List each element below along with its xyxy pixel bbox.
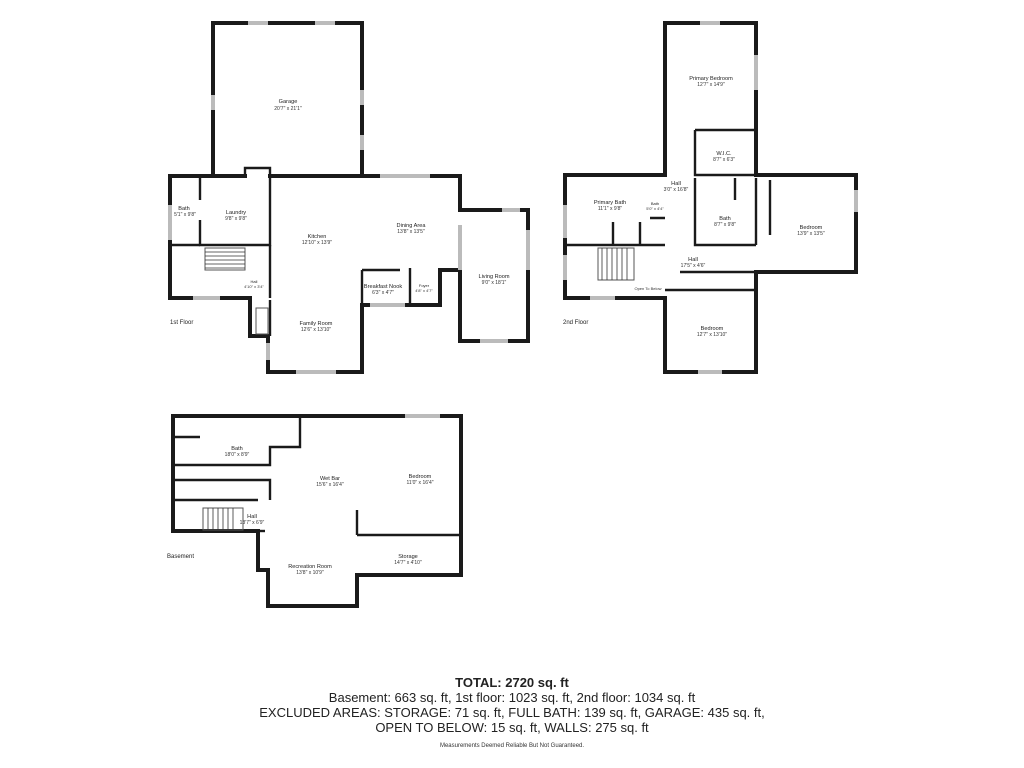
room-primary-bath: Primary Bath 11'1" x 9'8" (594, 200, 626, 212)
room-dims: 9'8" x 9'8" (225, 216, 247, 222)
room-name: Living Room (478, 274, 509, 280)
room-dims: 14'7" x 4'10" (394, 560, 422, 566)
room-name: W.I.C. (716, 151, 732, 157)
room-dims: 4'10" x 3'4" (244, 284, 264, 289)
room-dims: 6'3" x 4'7" (372, 290, 394, 296)
stairs-icon (597, 247, 635, 281)
basement-plan (171, 414, 463, 608)
room-dims: 12'7" x 14'9" (697, 82, 725, 88)
room-bath-2f-small: Bath 5'0" x 4'4" (646, 201, 664, 211)
room-dims: 11'1" x 9'8" (598, 206, 622, 212)
room-name: Kitchen (308, 234, 327, 240)
room-name: Hall (251, 279, 258, 284)
room-garage: Garage 20'7" x 21'1" (274, 99, 302, 112)
first-floor-plan (168, 21, 530, 374)
open-to-below-note: Open To Below (634, 286, 661, 291)
room-name: Bath (231, 446, 243, 452)
room-dims: 13'7" x 6'9" (240, 520, 265, 526)
room-primary-bedroom: Primary Bedroom 12'7" x 14'9" (689, 76, 733, 88)
excluded-areas-line: EXCLUDED AREAS: STORAGE: 71 sq. ft, FULL… (259, 705, 765, 720)
room-storage: Storage 14'7" x 4'10" (394, 554, 422, 566)
room-dims: 15'6" x 16'4" (316, 482, 344, 488)
room-bedroom-basement: Bedroom 11'0" x 16'4" (406, 474, 433, 486)
fireplace-icon (255, 307, 269, 335)
stairs-icon (204, 247, 246, 271)
room-dims: 17'5" x 4'6" (681, 263, 706, 269)
room-dims: 8'7" x 9'8" (714, 222, 736, 228)
room-hall-basement: Hall 13'7" x 6'9" (240, 514, 265, 526)
room-name: Hall (247, 514, 257, 520)
room-name: Breakfast Nook (364, 284, 402, 290)
room-name: Bath (178, 206, 190, 212)
room-bath-1f: Bath 5'1" x 9'8" (174, 206, 196, 218)
room-dims: 18'0" x 8'9" (225, 452, 250, 458)
room-dims: 12'10" x 13'9" (302, 240, 332, 246)
room-name: Garage (279, 99, 298, 105)
room-dims: 9'0" x 18'1" (482, 280, 507, 286)
floor-areas-line: Basement: 663 sq. ft, 1st floor: 1023 sq… (328, 690, 696, 705)
room-kitchen: Kitchen 12'10" x 13'9" (302, 234, 332, 246)
room-family-room: Family Room 12'6" x 13'10" (300, 321, 333, 333)
floor-label-basement: Basement (167, 554, 194, 560)
room-dims: 8'7" x 6'3" (713, 157, 735, 163)
room-dims: 12'6" x 13'10" (301, 327, 331, 333)
room-dims: 5'0" x 4'4" (646, 206, 664, 211)
room-wet-bar: Wet Bar 15'6" x 16'4" (316, 476, 344, 488)
room-name: Bath (651, 201, 659, 206)
room-name: Dining Area (397, 223, 427, 229)
room-bedroom-2f-east: Bedroom 13'9" x 13'5" (797, 225, 825, 237)
room-bedroom-2f-south: Bedroom 12'7" x 13'10" (697, 326, 727, 338)
total-area: TOTAL: 2720 sq. ft (455, 675, 569, 690)
room-name: Hall (688, 257, 698, 263)
room-name: Bath (719, 216, 731, 222)
room-name: Laundry (226, 210, 246, 216)
room-dims: 4'8" x 4'7" (415, 288, 433, 293)
room-breakfast-nook: Breakfast Nook 6'3" x 4'7" (364, 284, 402, 296)
room-name: Recreation Room (288, 564, 332, 570)
room-name: Storage (398, 554, 418, 560)
room-dims: 13'8" x 10'9" (296, 570, 324, 576)
room-name: Wet Bar (320, 476, 340, 482)
room-name: Bedroom (800, 225, 823, 231)
room-name: Bedroom (701, 326, 724, 332)
room-dims: 20'7" x 21'1" (274, 106, 302, 112)
room-dims: 11'0" x 16'4" (406, 480, 433, 486)
floor-label-1st: 1st Floor (170, 320, 193, 326)
excluded-areas-line-2: OPEN TO BELOW: 15 sq. ft, WALLS: 275 sq.… (375, 720, 649, 735)
floor-label-2nd: 2nd Floor (563, 320, 588, 326)
room-dining-area: Dining Area 13'8" x 13'5" (397, 223, 427, 235)
room-dims: 5'1" x 9'8" (174, 212, 196, 218)
room-name: Primary Bath (594, 200, 626, 206)
room-foyer: Foyer 4'8" x 4'7" (415, 283, 433, 293)
room-name: Hall (671, 181, 681, 187)
room-dims: 13'8" x 13'5" (397, 229, 425, 235)
stairs-icon (202, 507, 244, 531)
room-dims: 13'9" x 13'5" (797, 231, 825, 237)
room-hall-2f-vertical: Hall 3'0" x 16'8" (664, 181, 689, 193)
room-name: Bedroom (409, 474, 432, 480)
disclaimer: Measurements Deemed Reliable But Not Gua… (439, 743, 585, 749)
room-hall-1f: Hall 4'10" x 3'4" (244, 279, 264, 289)
room-bath-basement: Bath 18'0" x 8'9" (225, 446, 250, 458)
room-recreation-room: Recreation Room 13'8" x 10'9" (288, 564, 332, 576)
room-living-room: Living Room 9'0" x 18'1" (478, 274, 509, 286)
room-name: Primary Bedroom (689, 76, 733, 82)
second-floor-plan (563, 21, 858, 374)
room-name: Family Room (300, 321, 333, 327)
room-hall-2f-horizontal: Hall 17'5" x 4'6" (681, 257, 706, 269)
room-dims: 12'7" x 13'10" (697, 332, 727, 338)
room-dims: 3'0" x 16'8" (664, 187, 689, 193)
room-wic: W.I.C. 8'7" x 6'3" (713, 151, 735, 163)
room-bath-2f: Bath 8'7" x 9'8" (714, 216, 736, 228)
room-name: Foyer (419, 283, 430, 288)
room-laundry: Laundry 9'8" x 9'8" (225, 210, 247, 222)
